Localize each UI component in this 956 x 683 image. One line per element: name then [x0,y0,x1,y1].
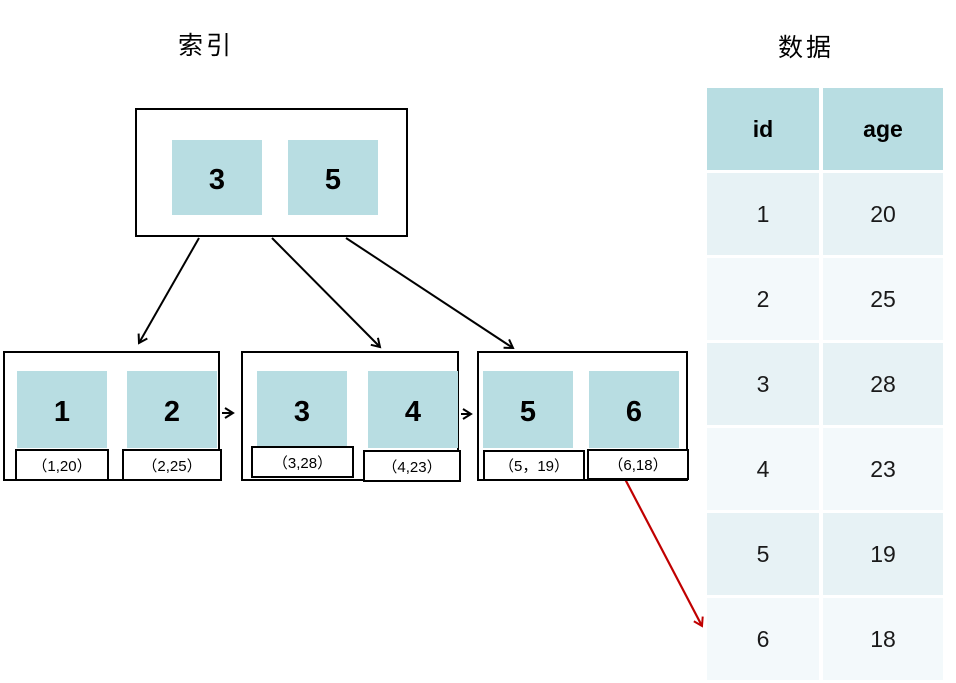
table-cell-age: 19 [823,513,943,595]
tuple-box: （5，19） [483,450,585,481]
table-header-id: id [707,88,819,170]
table-cell-age: 23 [823,428,943,510]
tuple-box: （1,20） [15,449,109,481]
tuple-box: （3,28） [251,446,354,478]
root-to-leaf2-arrow [271,237,382,349]
leaf-key-cell: 4 [368,371,458,448]
table-row: 1 20 [707,173,943,255]
table-cell-id: 1 [707,173,819,255]
tuple-box: （4,23） [363,450,461,482]
leaf-node-1: 1 2 （1,20） （2,25） [3,351,222,481]
tuple-box: （6,18） [587,449,689,480]
leaf-key-cell: 2 [127,371,217,448]
table-cell-id: 4 [707,428,819,510]
leaf-node-2: 3 4 （3,28） （4,23） [241,351,461,482]
table-cell-age: 20 [823,173,943,255]
table-cell-id: 3 [707,343,819,425]
data-table: id age 1 20 2 25 3 28 4 23 5 19 6 18 [707,88,943,680]
table-row: 3 28 [707,343,943,425]
table-cell-age: 18 [823,598,943,680]
root-key-cell: 5 [288,140,378,215]
root-key-cell: 3 [172,140,262,215]
table-cell-id: 2 [707,258,819,340]
root-to-leaf1-arrow [137,237,200,345]
table-cell-id: 6 [707,598,819,680]
leaf-key-cell: 3 [257,371,347,448]
leaf-node-3: 5 6 （5，19） （6,18） [477,351,689,481]
table-header-row: id age [707,88,943,170]
table-header-age: age [823,88,943,170]
root-to-leaf3-arrow [345,237,515,350]
leaf-key-cell: 1 [17,371,107,448]
table-row: 2 25 [707,258,943,340]
index-section-title: 索引 [178,33,235,60]
root-node: 3 5 [135,108,408,237]
table-cell-id: 5 [707,513,819,595]
tuple-box: （2,25） [122,449,222,481]
table-cell-age: 25 [823,258,943,340]
table-cell-age: 28 [823,343,943,425]
leaf-key-cell: 6 [589,371,679,448]
table-row: 4 23 [707,428,943,510]
tuple-to-table-row-arrow [624,478,704,628]
table-row: 5 19 [707,513,943,595]
table-row: 6 18 [707,598,943,680]
leaf-key-cell: 5 [483,371,573,448]
data-section-title: 数据 [778,35,835,62]
